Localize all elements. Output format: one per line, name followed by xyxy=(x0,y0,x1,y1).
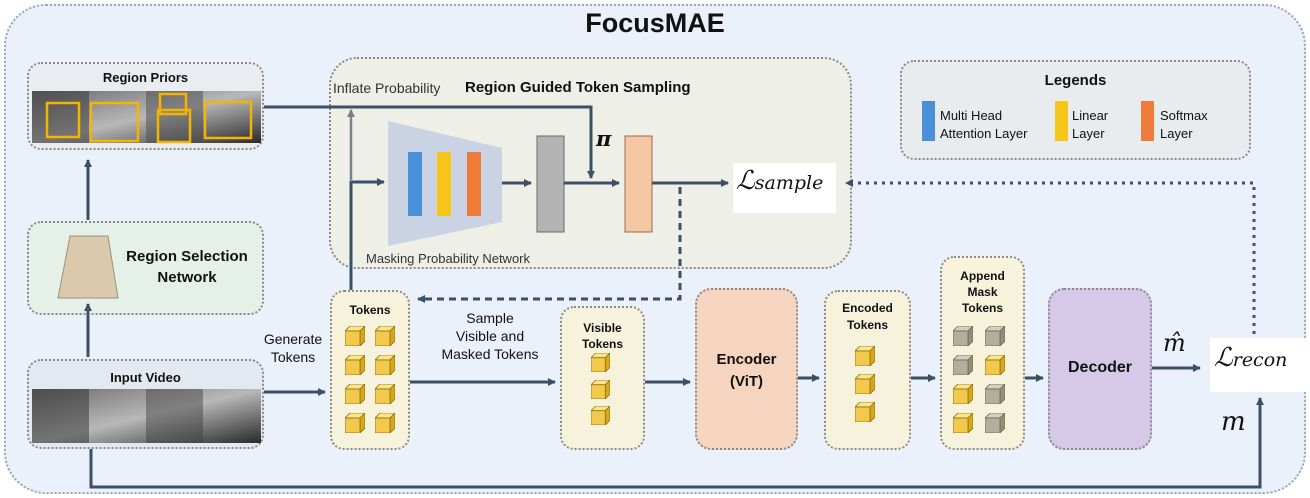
m-hat-label: m̂ xyxy=(1163,329,1186,357)
masking-probability-network-label: Masking Probability Network xyxy=(366,251,531,266)
diagram-title: FocusMAE xyxy=(585,8,725,38)
inflate-probability-label: Inflate Probability xyxy=(333,80,441,96)
encoded-tokens-box xyxy=(824,290,911,450)
region-selection-network-box xyxy=(27,221,264,315)
legend-title: Legends xyxy=(1044,72,1107,89)
tokens-label: Tokens xyxy=(349,303,391,317)
visible-tokens-cubes xyxy=(591,353,610,425)
append-mask-tokens-cubes xyxy=(953,326,1005,433)
loss-sample-box xyxy=(733,163,836,213)
decoder-box xyxy=(1048,288,1152,450)
input-video-images xyxy=(32,389,261,443)
tokens-box xyxy=(330,290,410,450)
encoder-box xyxy=(695,288,798,450)
loss-sample-label: ℒsample xyxy=(736,166,824,196)
legend-softmax-swatch xyxy=(1141,101,1154,141)
region-priors-images xyxy=(32,91,261,144)
region-priors-label: Region Priors xyxy=(102,70,189,85)
legend-box xyxy=(900,60,1251,160)
encoder-label: Encoder(ViT) xyxy=(716,351,777,390)
encoded-tokens-cubes xyxy=(855,346,875,422)
visible-tokens-box xyxy=(560,306,645,450)
loss-recon-label: ℒrecon xyxy=(1214,343,1288,373)
legend-linear-swatch xyxy=(1055,101,1068,141)
loss-recon-box xyxy=(1210,338,1306,392)
m-label: m xyxy=(1221,407,1246,437)
input-video-label: Input Video xyxy=(110,370,181,385)
pi-label: π xyxy=(596,126,612,151)
decoder-label: Decoder xyxy=(1067,359,1133,376)
legend-mha-swatch xyxy=(922,101,935,141)
tokens-cubes xyxy=(345,326,395,433)
rgts-title: Region Guided Token Sampling xyxy=(465,79,691,96)
